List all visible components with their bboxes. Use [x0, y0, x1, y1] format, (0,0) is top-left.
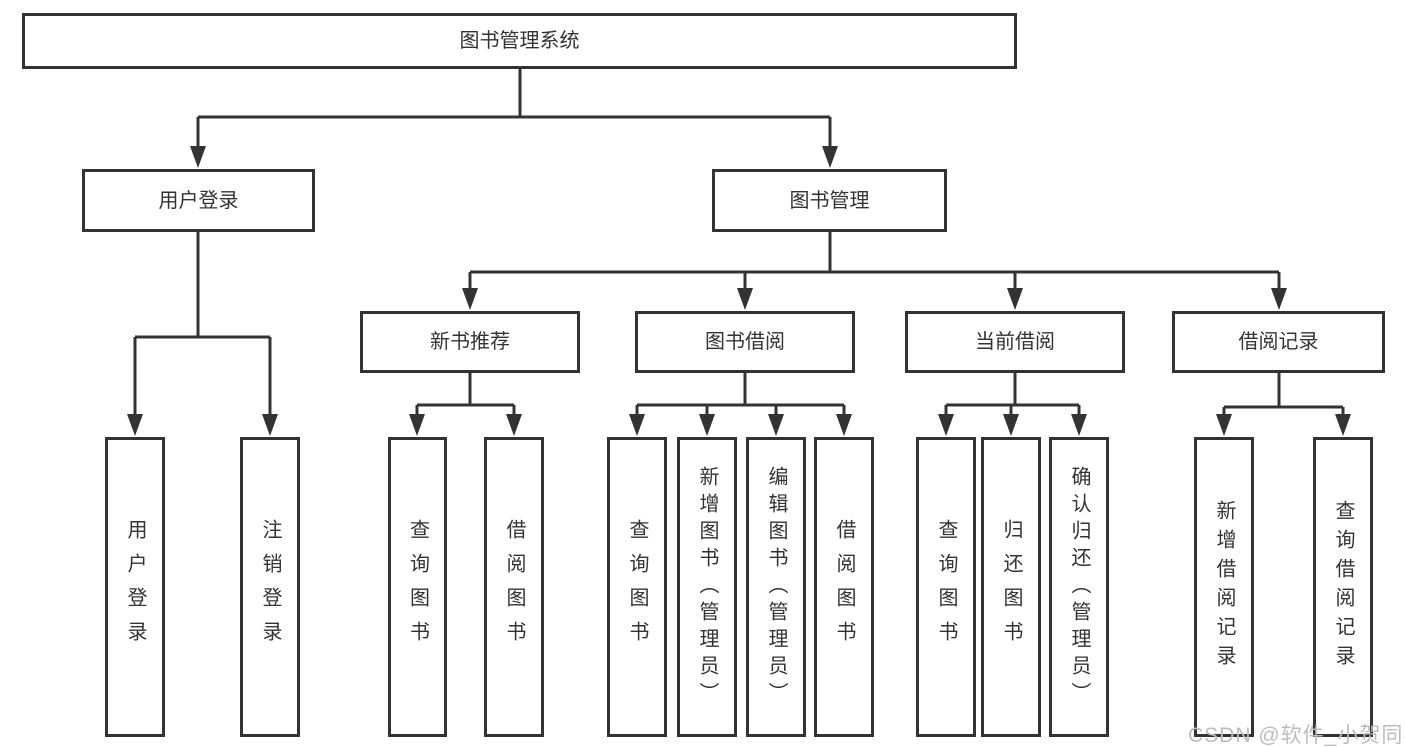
watermark: CSDN @软件_小贺同学: [1188, 724, 1405, 747]
node-cb-query-books: 查询图书: [916, 437, 976, 737]
node-br-query-record: 查询借阅记录: [1313, 437, 1373, 737]
node-book-management: 图书管理: [712, 169, 947, 232]
node-leaf-logout: 注销登录: [240, 437, 300, 737]
node-book-borrowing: 图书借阅: [635, 311, 855, 373]
node-user-login: 用户登录: [82, 169, 315, 232]
node-bb-query-books: 查询图书: [607, 437, 667, 737]
node-nbr-query-books: 查询图书: [388, 437, 447, 737]
node-bb-borrow-books: 借阅图书: [814, 437, 874, 737]
node-leaf-user-login: 用户登录: [105, 437, 165, 737]
node-cb-confirm-return-admin: 确认归还（管理员）: [1049, 437, 1109, 737]
node-cb-return-books: 归还图书: [981, 437, 1041, 737]
node-br-add-record: 新增借阅记录: [1194, 437, 1254, 737]
node-bb-edit-books-admin: 编辑图书（管理员）: [746, 437, 806, 737]
node-new-book-recommend: 新书推荐: [360, 311, 580, 373]
node-current-borrowing: 当前借阅: [905, 311, 1125, 373]
node-bb-add-books-admin: 新增图书（管理员）: [677, 437, 737, 737]
node-borrowing-records: 借阅记录: [1172, 311, 1385, 373]
node-nbr-borrow-books: 借阅图书: [484, 437, 544, 737]
node-library-system: 图书管理系统: [22, 13, 1017, 69]
